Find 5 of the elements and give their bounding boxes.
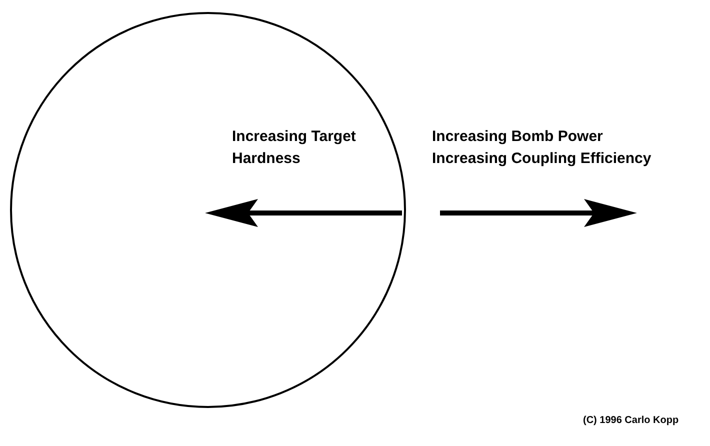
annotation-text: Increasing Target Hardness [232,127,357,169]
copyright-note: (C) 1996 Carlo Kopp [583,414,679,428]
circle-outline [10,12,406,408]
annotation-text: Increasing Coupling Efficiency [432,149,652,169]
annotation-text: Increasing Bomb Power [432,127,603,147]
